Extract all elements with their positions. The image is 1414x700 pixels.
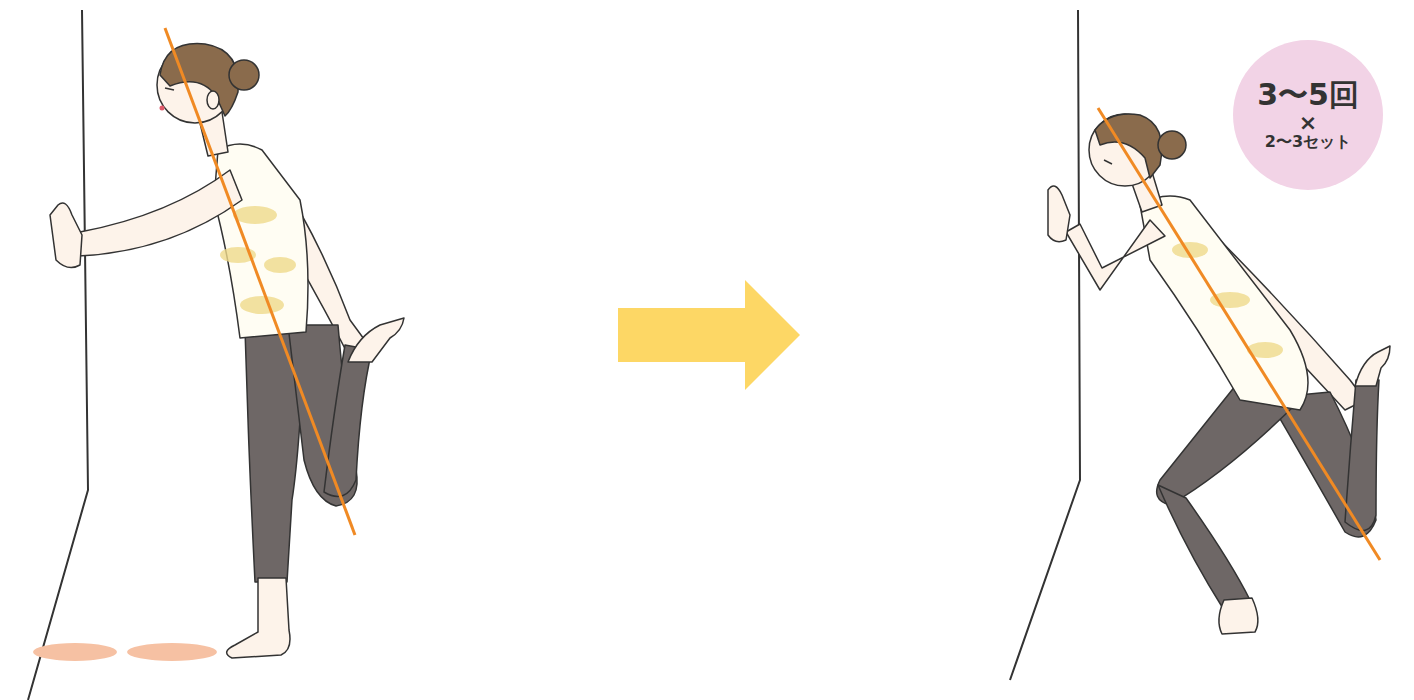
step-arrow bbox=[618, 280, 800, 390]
repetition-badge: 3〜5回×2〜3セット bbox=[1233, 40, 1383, 190]
foot-shadow bbox=[33, 643, 117, 661]
hair bbox=[160, 44, 238, 116]
hair bbox=[1095, 114, 1162, 178]
lifted-foot bbox=[348, 318, 404, 362]
alignment-line bbox=[165, 28, 355, 535]
tank-top bbox=[1140, 196, 1308, 410]
hair-bun bbox=[1158, 131, 1186, 159]
hand bbox=[50, 203, 82, 268]
badge-circle bbox=[1233, 40, 1383, 190]
front-arm bbox=[78, 170, 242, 256]
standing-foot bbox=[227, 578, 290, 658]
badge-text: 3〜5回 bbox=[1257, 79, 1359, 111]
foot-shadow bbox=[127, 643, 217, 661]
hand bbox=[1048, 186, 1070, 242]
wall-corner bbox=[1010, 10, 1080, 680]
top-pattern bbox=[264, 257, 296, 273]
right-pose bbox=[1010, 10, 1390, 680]
top-pattern bbox=[240, 296, 284, 314]
ear bbox=[207, 91, 219, 109]
front-shin bbox=[1158, 485, 1250, 610]
top-pattern bbox=[233, 206, 277, 224]
eye bbox=[1104, 160, 1112, 164]
lifted-foot bbox=[1355, 346, 1390, 386]
front-arm bbox=[1066, 220, 1165, 290]
left-pose bbox=[28, 10, 404, 700]
badge-text-group: 3〜5回×2〜3セット bbox=[1233, 40, 1383, 190]
badge-text: × bbox=[1299, 111, 1317, 134]
badge-text: 2〜3セット bbox=[1265, 134, 1351, 151]
bent-shin bbox=[1345, 380, 1379, 531]
wall-corner bbox=[28, 10, 88, 700]
lips bbox=[160, 106, 165, 111]
eye bbox=[165, 88, 174, 90]
front-foot bbox=[1219, 598, 1258, 634]
hair-bun bbox=[229, 60, 259, 90]
